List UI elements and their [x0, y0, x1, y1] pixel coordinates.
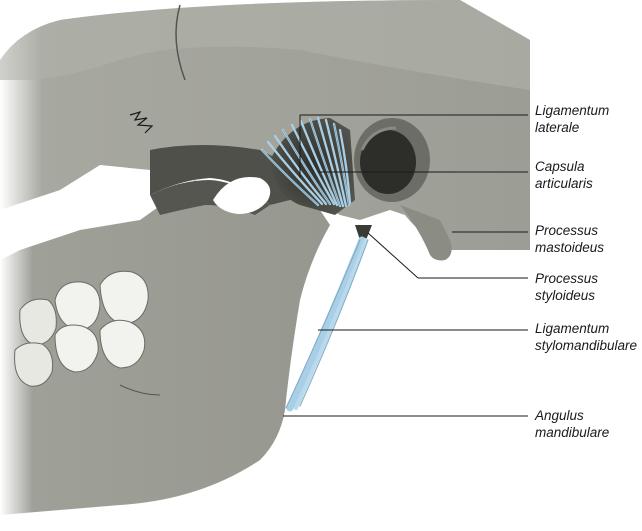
mandible: [0, 180, 330, 515]
label-processus-styloideus: Processus styloideus: [535, 270, 598, 304]
label-line1: Angulus: [535, 407, 609, 424]
label-line2: mandibulare: [535, 424, 609, 441]
label-line1: Processus: [535, 222, 604, 239]
label-line2: stylomandibulare: [535, 337, 637, 354]
label-line2: mastoideus: [535, 239, 604, 256]
label-ligamentum-laterale: Ligamentum laterale: [535, 102, 609, 136]
label-angulus-mandibulare: Angulus mandibulare: [535, 407, 609, 441]
label-line2: articularis: [535, 175, 593, 192]
label-line2: laterale: [535, 119, 609, 136]
label-line2: styloideus: [535, 287, 598, 304]
label-line1: Processus: [535, 270, 598, 287]
label-line1: Ligamentum: [535, 102, 609, 119]
label-capsula-articularis: Capsula articularis: [535, 158, 593, 192]
label-processus-mastoideus: Processus mastoideus: [535, 222, 604, 256]
label-ligamentum-stylomandibulare: Ligamentum stylomandibulare: [535, 320, 637, 354]
label-line1: Ligamentum: [535, 320, 637, 337]
label-line1: Capsula: [535, 158, 593, 175]
leader-styloid-a: [368, 233, 418, 278]
